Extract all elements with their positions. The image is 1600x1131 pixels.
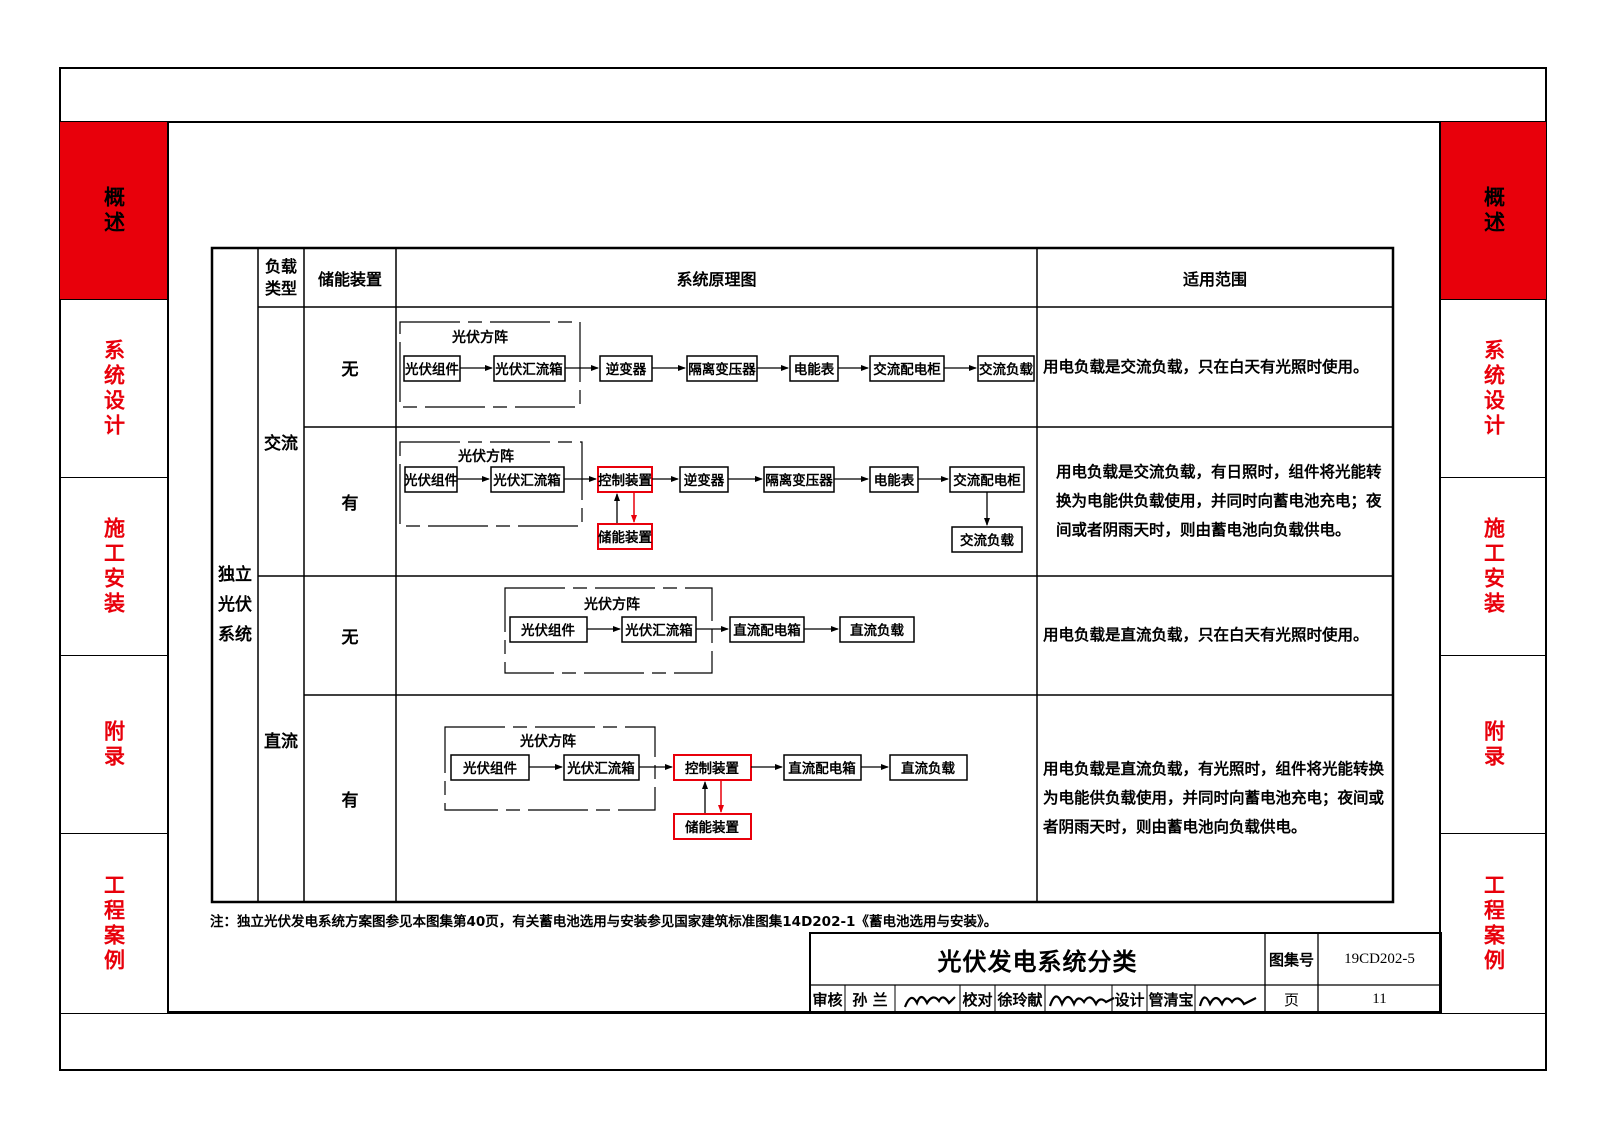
tab-label: 工程案例 [101,873,126,974]
tab-label: 系统设计 [1481,338,1506,439]
transformer-label: 隔离变压器 [765,472,833,489]
storage-label: 储能装置 [597,529,652,546]
tab-label: 附录 [101,719,126,770]
right-tab-construction[interactable]: 施工安装 [1441,478,1546,656]
combiner-label: 光伏汇流箱 [624,622,693,639]
footnote: 注：独立光伏发电系统方案图参见本图集第40页，有关蓄电池选用与安装参见国家建筑标… [210,914,998,930]
combiner-label: 光伏汇流箱 [566,760,635,777]
designer-signature [1198,996,1257,1007]
tab-label: 附录 [1481,719,1506,770]
right-tab-appendix[interactable]: 附录 [1441,656,1546,834]
controller-label: 控制装置 [598,472,652,489]
design-label: 设计 [1114,990,1145,1009]
header-diagram: 系统原理图 [676,269,757,289]
pv-array-label: 光伏方阵 [583,596,640,613]
header-load-type: 负载类型 [264,256,297,298]
inverter-label: 逆变器 [684,472,725,489]
left-tab-cases[interactable]: 工程案例 [60,834,167,1013]
transformer-label: 隔离变压器 [688,361,756,378]
tab-label: 施工安装 [1481,516,1506,617]
atlas-number: 19CD202-5 [1344,950,1415,967]
right-tab-cases[interactable]: 工程案例 [1441,834,1546,1013]
bottom-rule [59,1013,1547,1014]
storage-cell-dc-with: 有 [341,791,359,811]
page-number: 11 [1372,990,1387,1007]
tab-label: 工程案例 [1481,873,1506,974]
scope-ac-none: 用电负载是交流负载，只在白天有光照时使用。 [1043,357,1369,376]
scope-dc-none: 用电负载是直流负载，只在白天有光照时使用。 [1043,626,1369,644]
combiner-label: 光伏汇流箱 [492,472,561,489]
dc-box-label: 直流配电箱 [788,760,856,777]
dc-box-label: 直流配电箱 [733,622,801,639]
storage-cell-dc-none: 无 [341,628,359,648]
reviewer-signature [903,995,956,1008]
top-rule [59,121,1547,122]
checker-name: 徐玲献 [997,990,1043,1009]
diagram-ac-no-storage: 光伏方阵 光伏组件 光伏汇流箱 逆变器 隔离变压器 电能表 交流配电柜 交流负载 [399,321,1035,408]
right-tab-system-design[interactable]: 系统设计 [1441,300,1546,478]
pv-array-label: 光伏方阵 [457,448,514,465]
ac-cabinet-label: 交流配电柜 [953,472,1021,489]
drawing-frame [167,121,1441,1013]
diagram-ac-with-storage: 光伏方阵 光伏组件 光伏汇流箱 控制装置 储能装置 逆变器 隔离变压器 电能表 … [399,441,1025,553]
meter-label: 电能表 [874,472,915,489]
page-label: 页 [1283,990,1299,1009]
controller-label: 控制装置 [685,760,739,777]
header-scope: 适用范围 [1182,269,1247,289]
dc-load-label: 直流负载 [850,622,904,639]
left-tab-system-design[interactable]: 系统设计 [60,300,167,478]
atlas-label: 图集号 [1268,950,1314,969]
dc-load-label: 直流负载 [901,760,955,777]
ac-load-label: 交流负载 [979,361,1033,378]
inverter-label: 逆变器 [606,361,647,378]
drawing-title: 光伏发电系统分类 [937,947,1138,976]
scope-ac-with: 用电负载是交流负载，有日照时，组件将光能转换为电能供负载使用，并同时向蓄电池充电… [1056,463,1382,539]
review-label: 审核 [812,990,843,1009]
pv-array-label: 光伏方阵 [451,329,508,346]
combiner-label: 光伏汇流箱 [494,361,563,378]
reviewer-name: 孙 兰 [852,990,888,1009]
left-tab-construction[interactable]: 施工安装 [60,478,167,656]
right-tab-overview[interactable]: 概述 [1441,122,1546,300]
group-ac-label: 交流 [264,434,298,454]
designer-name: 管清宝 [1148,990,1194,1009]
pv-module-label: 光伏组件 [403,472,458,489]
pv-array-frame [399,321,581,408]
left-sidebar: 概述 系统设计 施工安装 附录 工程案例 [60,122,167,1013]
diagram-dc-no-storage: 光伏方阵 光伏组件 光伏汇流箱 直流配电箱 直流负载 [504,587,915,674]
pv-module-label: 光伏组件 [520,622,575,639]
storage-cell-ac-none: 无 [341,359,359,380]
storage-label: 储能装置 [684,819,739,836]
diagram-dc-with-storage: 光伏方阵 光伏组件 光伏汇流箱 控制装置 储能装置 直流配电箱 直流负载 [444,726,968,840]
left-tab-appendix[interactable]: 附录 [60,656,167,834]
pv-module-label: 光伏组件 [462,760,517,777]
storage-cell-ac-with: 有 [341,494,359,514]
meter-label: 电能表 [794,361,835,378]
left-tab-overview[interactable]: 概述 [60,122,167,300]
pv-array-label: 光伏方阵 [519,733,576,750]
ac-load-label: 交流负载 [960,532,1014,549]
pv-module-label: 光伏组件 [404,361,459,378]
tab-label: 概述 [101,185,126,236]
tab-label: 系统设计 [101,338,126,439]
group-dc-label: 直流 [264,731,298,752]
tab-label: 概述 [1481,185,1506,236]
tab-label: 施工安装 [101,516,126,617]
scope-dc-with: 用电负载是直流负载，有光照时，组件将光能转换为电能供负载使用，并同时向蓄电池充电… [1043,760,1385,836]
checker-signature [1048,995,1115,1007]
ac-cabinet-label: 交流配电柜 [873,361,941,378]
check-label: 校对 [962,990,993,1009]
right-sidebar: 概述 系统设计 施工安装 附录 工程案例 [1441,122,1546,1013]
header-storage: 储能装置 [317,269,382,289]
system-label: 独立光伏系统 [218,564,252,645]
sheet-frame [59,67,1547,1071]
